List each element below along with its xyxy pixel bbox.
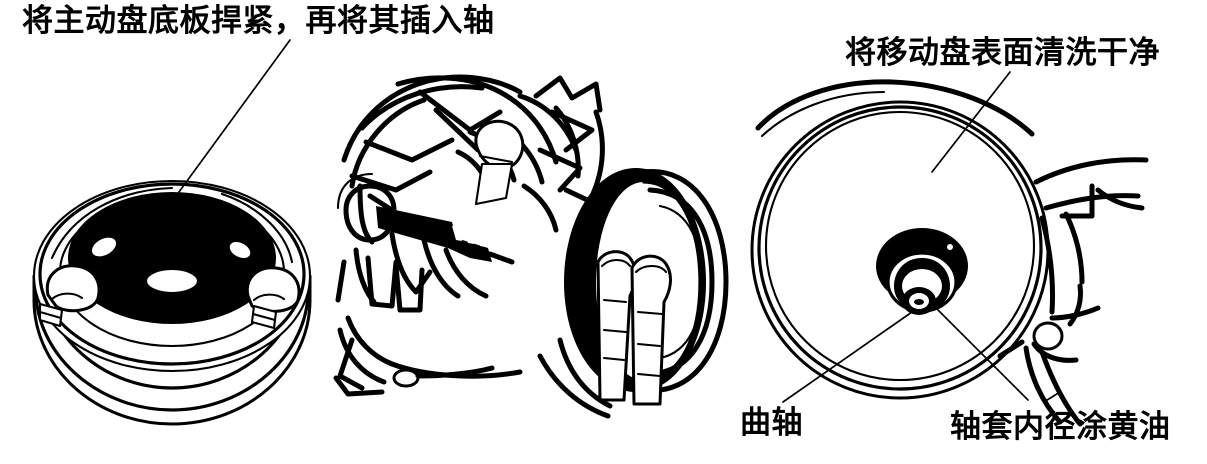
crankshaft-hub — [876, 228, 968, 315]
panel-movable-plate — [750, 79, 1149, 427]
plate-outer-arc — [755, 79, 1035, 137]
leader-clean-surface — [931, 71, 1011, 173]
caption-grease-bushing-bore: 轴套内径涂黄油 — [950, 409, 1171, 445]
plate-accent-arc — [760, 90, 886, 138]
splined-shaft — [376, 206, 515, 265]
hand-holding-plate — [537, 250, 672, 419]
housing-ribs — [341, 74, 605, 233]
leader-lines-group — [167, 39, 1061, 403]
plate-highlight-arcs — [50, 186, 294, 264]
plate-center-dome — [68, 192, 276, 324]
housing-bottom-arm — [333, 315, 523, 397]
housing-bracket-right — [997, 157, 1149, 427]
caption-crankshaft: 曲轴 — [740, 405, 803, 441]
leader-grease-tick — [1043, 391, 1061, 403]
panel-drive-plate — [32, 179, 312, 426]
leader-grease — [937, 309, 1029, 401]
caption-clean-movable-plate: 将移动盘表面清洗干净 — [845, 35, 1160, 71]
housing-center-boss — [474, 119, 525, 206]
caption-drive-plate: 将主动盘底板捍紧，再将其插入轴 — [22, 3, 495, 39]
leader-drive-plate — [167, 39, 291, 208]
plate-rim-ring-1 — [757, 105, 1043, 391]
plate-bolt-boss-right — [245, 266, 301, 330]
leader-crankshaft — [782, 311, 913, 403]
housing-lower-gussets — [335, 231, 489, 313]
plate-bolt-boss-left — [38, 264, 101, 328]
panel-shaft-install — [333, 74, 729, 419]
plate-rim-ring-2 — [764, 110, 1036, 382]
